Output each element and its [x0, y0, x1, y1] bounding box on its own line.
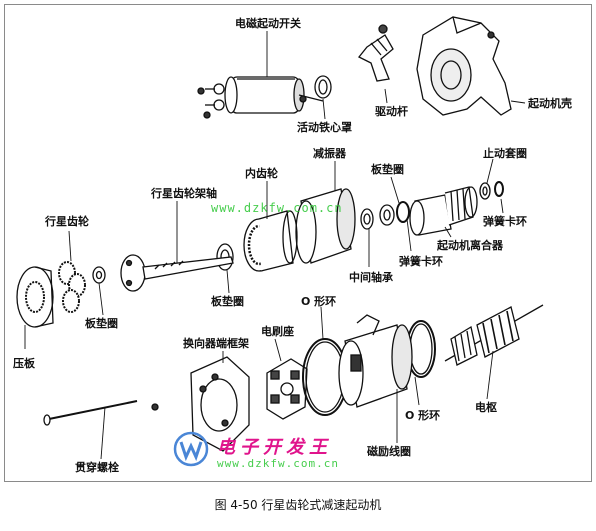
- label-shim-washer-center: 板垫圈: [211, 295, 244, 308]
- label-internal-gear: 内齿轮: [245, 167, 278, 180]
- damper-part: [295, 188, 356, 264]
- watermark-logo-icon: [173, 431, 209, 467]
- label-shim-washer-left: 板垫圈: [85, 317, 118, 330]
- label-snap-ring-mid: 弹簧卡环: [399, 255, 443, 268]
- snap-ring-right-part: [494, 181, 504, 197]
- label-o-ring-top: O 形环: [301, 295, 337, 308]
- label-o-ring-bottom: O 形环: [405, 409, 441, 422]
- label-drive-lever: 驱动杆: [375, 105, 408, 118]
- brush-holder-part: [266, 358, 308, 420]
- label-plunger-cover: 活动铁心罩: [297, 121, 352, 134]
- label-pressure-plate: 压板: [13, 357, 35, 370]
- label-planetary-gear: 行星齿轮: [45, 215, 89, 228]
- planetary-gear-part: [58, 261, 86, 313]
- watermark-brand: 电子开发王: [217, 437, 332, 458]
- figure-caption: 图 4-50 行星齿轮式减速起动机: [214, 498, 382, 512]
- label-commutator-end-frame: 换向器端框架: [183, 337, 249, 350]
- label-stop-collar: 止动套圈: [483, 147, 527, 160]
- planet-carrier-shaft-part: [120, 254, 234, 292]
- plunger-cover-part: [314, 75, 332, 99]
- commutator-end-frame-part: [190, 356, 250, 452]
- exploded-view-drawing: [16, 16, 544, 460]
- starter-housing-part: [416, 16, 512, 116]
- snap-ring-mid-part: [396, 201, 410, 223]
- drive-lever-part: [357, 24, 394, 82]
- label-middle-bearing: 中间轴承: [349, 271, 393, 284]
- middle-bearing-part: [360, 204, 395, 230]
- starter-clutch-part: [409, 186, 478, 236]
- label-starter-housing: 起动机壳: [528, 97, 572, 110]
- label-brush-holder: 电刷座: [261, 325, 294, 338]
- watermark-url-bottom: www.dzkfw.com.cn: [217, 457, 339, 470]
- diagram-frame: 电磁起动开关 活动铁心罩 驱动杆 起动机壳 止动套圈 板垫圈 减振器 内齿轮 行…: [4, 4, 592, 482]
- label-armature: 电枢: [475, 401, 497, 414]
- label-through-bolt: 贯穿螺栓: [75, 461, 119, 474]
- label-shim-washer-right: 板垫圈: [371, 163, 404, 176]
- label-starter-clutch: 起动机离合器: [437, 239, 503, 252]
- pressure-plate-part: [16, 266, 54, 328]
- label-field-coil: 磁励线圈: [367, 445, 411, 458]
- shim-washer-left-part: [92, 266, 106, 284]
- through-bolt-part: [43, 400, 159, 426]
- stop-collar-part: [479, 182, 491, 200]
- leader-lines: [24, 31, 526, 460]
- field-coil-part: [338, 314, 413, 408]
- armature-part: [444, 304, 544, 366]
- watermark-url-top: www.dzkfw.com.cn: [211, 201, 343, 215]
- label-snap-ring-right: 弹簧卡环: [483, 215, 527, 228]
- label-planet-carrier-shaft: 行星齿轮架轴: [151, 187, 217, 200]
- solenoid-switch-part: [197, 76, 324, 119]
- internal-gear-part: [243, 210, 298, 272]
- label-solenoid-switch: 电磁起动开关: [235, 17, 301, 30]
- label-damper: 减振器: [313, 147, 346, 160]
